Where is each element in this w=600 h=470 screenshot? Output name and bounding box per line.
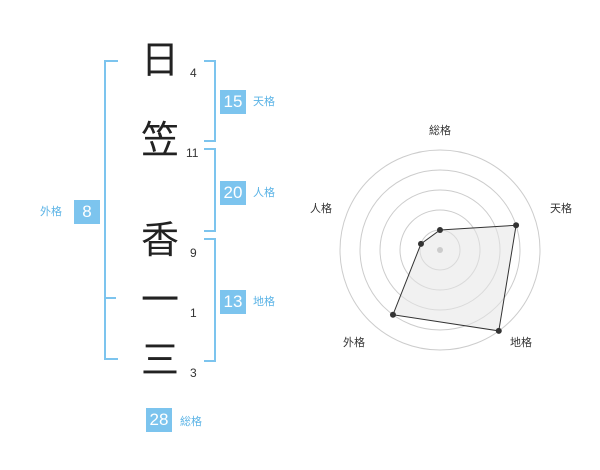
stroke-count-2: 11 <box>186 146 199 160</box>
radar-point-4 <box>389 311 396 318</box>
heaven-bracket <box>204 60 216 142</box>
outer-bracket-joint <box>104 297 116 299</box>
radar-ring <box>359 169 521 331</box>
outer-label: 外格 <box>40 205 62 218</box>
radar-axis-label-earth: 地格 <box>510 335 532 349</box>
total-label: 総格 <box>180 415 202 428</box>
name-char-2: 笠 <box>140 118 179 162</box>
outer-value-badge: 8 <box>74 200 100 224</box>
radar-axis-label-outer: 外格 <box>343 335 365 349</box>
person-bracket <box>204 148 216 232</box>
radar-point-5 <box>417 240 424 247</box>
radar-polygon <box>392 224 517 332</box>
radar-ring <box>339 149 541 351</box>
name-char-4: 一 <box>140 278 179 322</box>
heaven-value-badge: 15 <box>220 90 246 114</box>
radar-point-2 <box>513 222 520 229</box>
outer-bracket-bottom <box>104 298 118 360</box>
heaven-label: 天格 <box>253 95 275 108</box>
stroke-count-1: 4 <box>190 66 197 80</box>
person-label: 人格 <box>253 186 275 199</box>
earth-value-badge: 13 <box>220 290 246 314</box>
person-value-badge: 20 <box>220 181 246 205</box>
radar-axis-label-person: 人格 <box>310 201 332 215</box>
stroke-count-3: 9 <box>190 246 197 260</box>
outer-bracket-top <box>104 60 118 300</box>
radar-point-1 <box>437 227 443 233</box>
name-char-1: 日 <box>140 38 179 82</box>
radar-point-3 <box>495 327 502 334</box>
stroke-count-4: 1 <box>190 306 197 320</box>
radar-center-dot <box>437 247 443 253</box>
radar-axis-label-total: 総格 <box>429 123 451 137</box>
name-char-3: 香 <box>140 218 179 262</box>
earth-bracket <box>204 238 216 362</box>
radar-axis-label-heaven: 天格 <box>550 201 572 215</box>
stroke-count-5: 3 <box>190 366 197 380</box>
name-char-5: 三 <box>140 338 179 382</box>
total-value-badge: 28 <box>146 408 172 432</box>
earth-label: 地格 <box>253 295 275 308</box>
